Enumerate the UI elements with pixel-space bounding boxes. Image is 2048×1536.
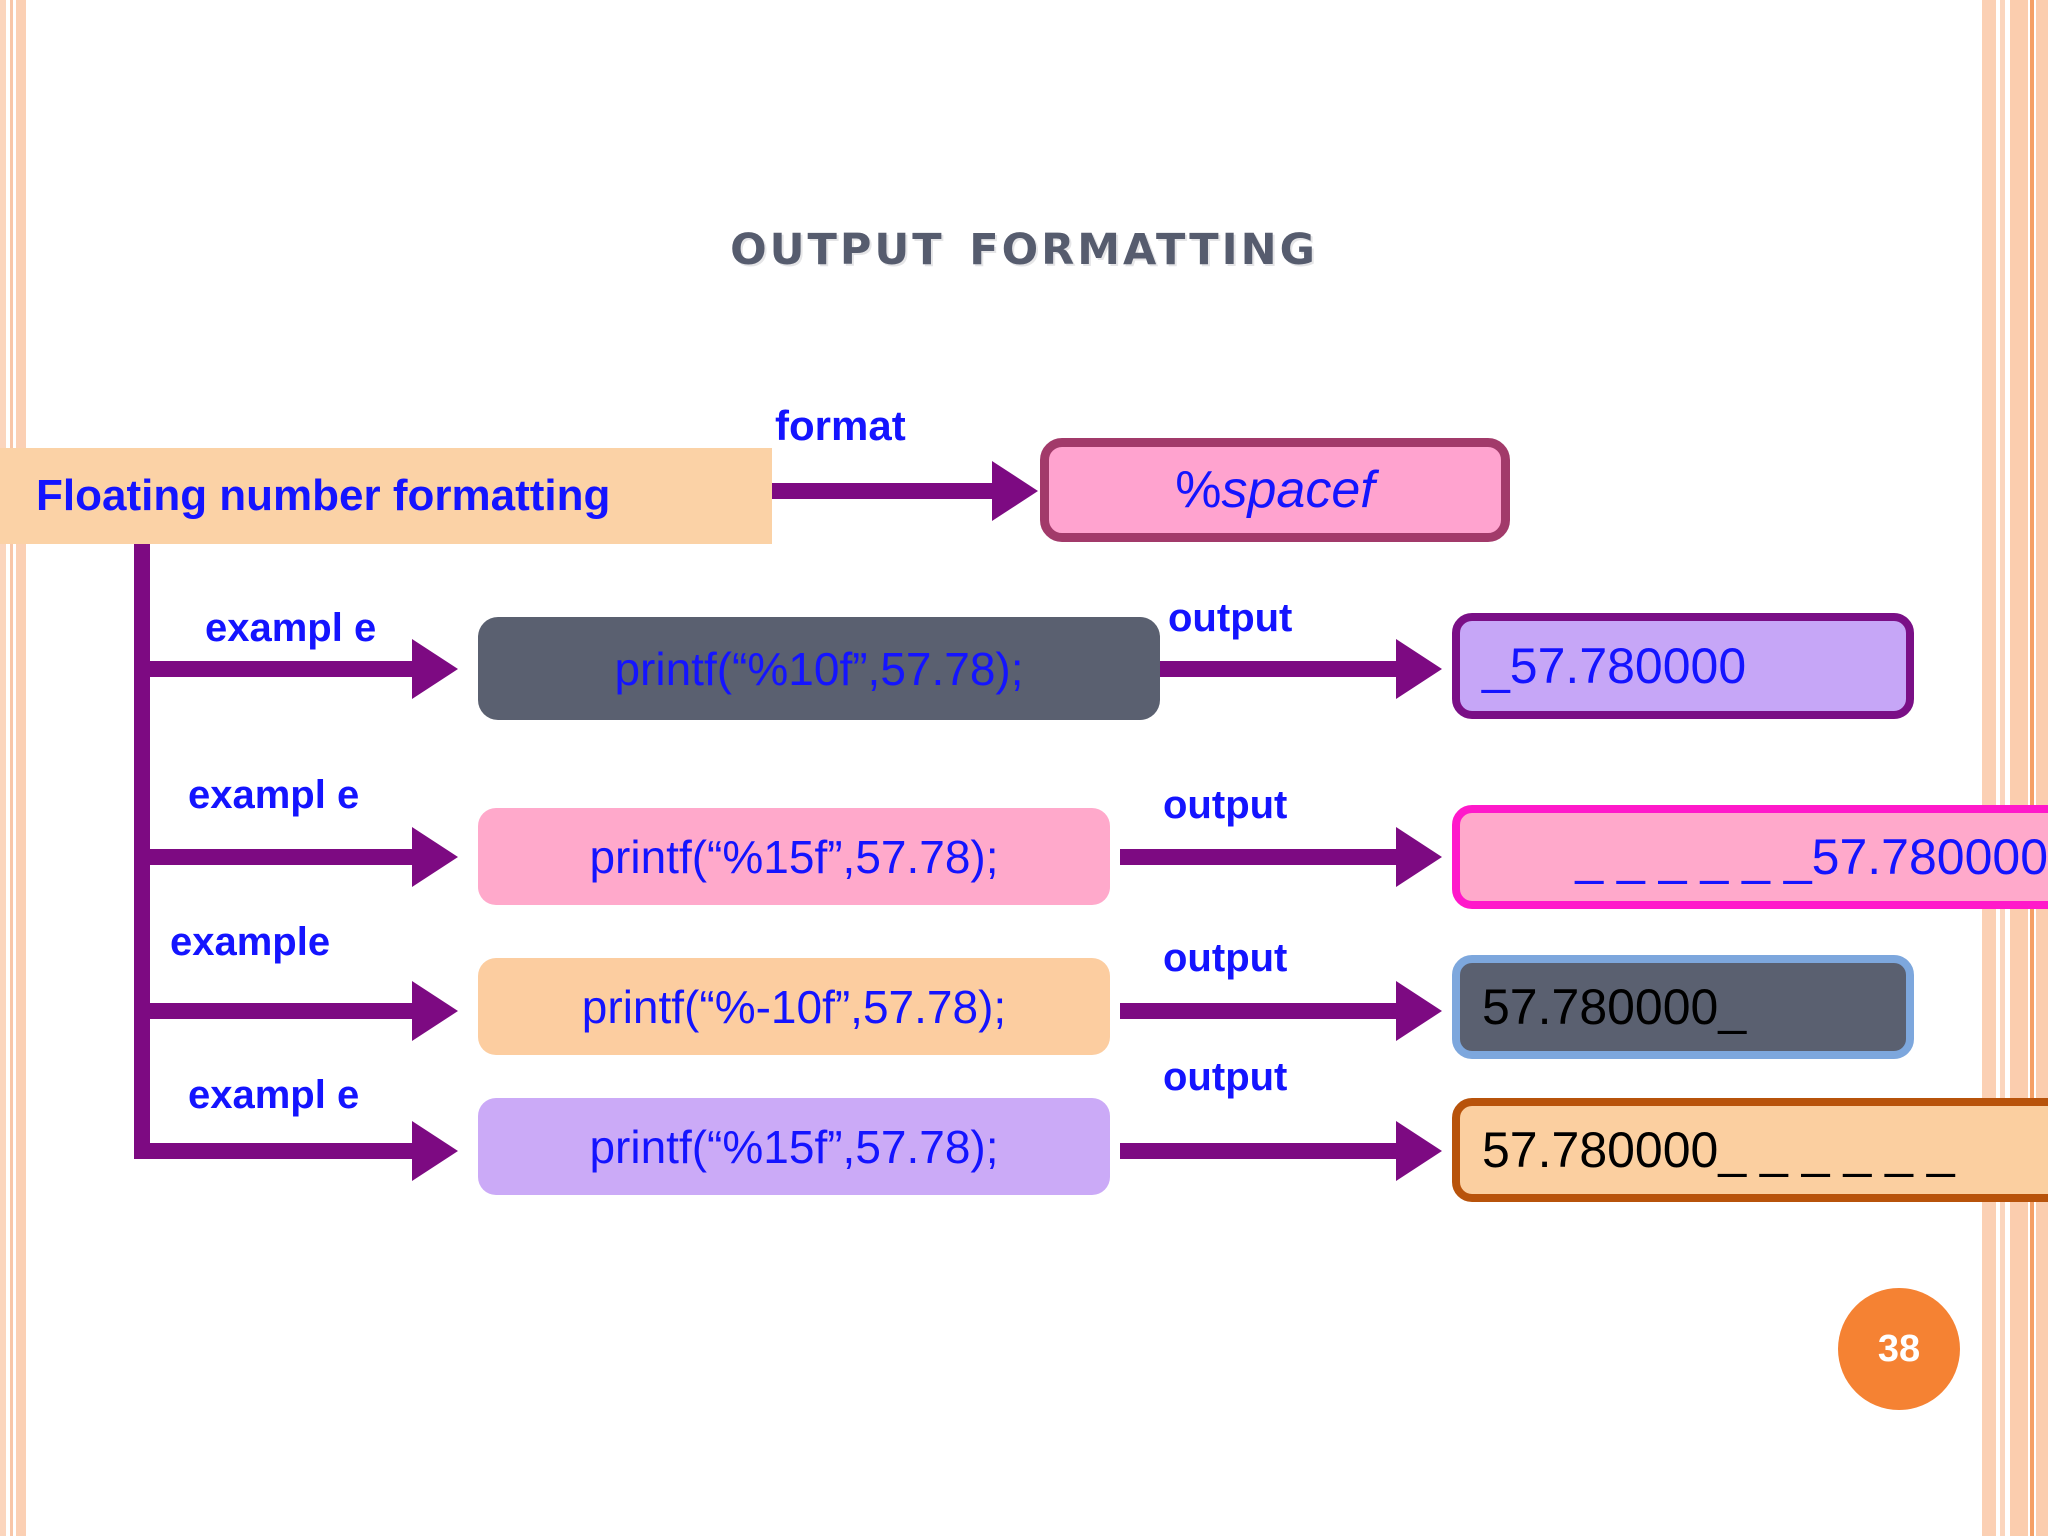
format-value-box: %spacef [1040,438,1510,542]
label-example-1: exampl e [205,606,377,650]
output-box-3: 57.780000_ [1452,955,1914,1059]
page-title: Output formatting [730,206,1318,279]
output-box-4: 57.780000_ _ _ _ _ _ [1452,1098,2048,1202]
label-output-2: output [1163,783,1288,827]
code-box-1: printf(“%10f”,57.78); [478,617,1160,720]
left-border-decoration [0,0,26,1536]
label-output-4: output [1163,1055,1288,1099]
output-box-2: _ _ _ _ _ _57.780000 [1452,805,2048,909]
label-format: format [775,402,906,449]
format-spacef: spacef [1221,461,1375,519]
format-percent: % [1175,461,1222,519]
label-example-3: example [170,920,331,964]
floating-number-formatting-banner: Floating number formatting [0,448,772,544]
label-output-1: output [1168,596,1293,640]
code-box-3: printf(“%-10f”,57.78); [478,958,1110,1055]
label-example-2: exampl e [188,773,360,817]
label-example-4: exampl e [188,1073,360,1117]
page-number-badge: 38 [1838,1288,1960,1410]
label-output-3: output [1163,936,1288,980]
code-box-2: printf(“%15f”,57.78); [478,808,1110,905]
output-box-1: _57.780000 [1452,613,1914,719]
code-box-4: printf(“%15f”,57.78); [478,1098,1110,1195]
